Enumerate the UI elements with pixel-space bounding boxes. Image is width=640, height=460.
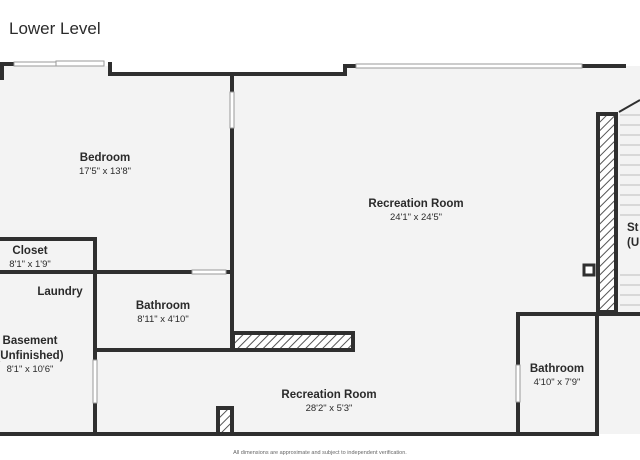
hatch-column bbox=[216, 406, 234, 436]
floor-area bbox=[0, 66, 640, 434]
room-basement: Basement (Unfinished) 8'1" x 10'6" bbox=[0, 334, 64, 376]
room-dims: 17'5" x 13'8" bbox=[78, 166, 132, 177]
room-laundry: Laundry bbox=[37, 285, 82, 300]
room-recreation-lower: Recreation Room 28'2" x 5'3" bbox=[281, 388, 376, 415]
room-bathroom-right: Bathroom 4'10" x 7'9" bbox=[530, 362, 584, 389]
hatch-stair-wall bbox=[596, 112, 618, 314]
room-name: Recreation Room bbox=[281, 389, 377, 401]
room-dims: 8'1" x 1'9" bbox=[9, 259, 51, 270]
disclaimer-footer: All dimensions are approximate and subje… bbox=[233, 450, 407, 456]
small-post bbox=[582, 263, 596, 277]
room-dims: 4'10" x 7'9" bbox=[533, 377, 581, 388]
walls bbox=[0, 62, 640, 436]
room-name: Basement bbox=[2, 335, 58, 347]
plan-title: Lower Level bbox=[9, 19, 101, 38]
room-dims: 8'11" x 4'10" bbox=[137, 314, 189, 325]
room-closet: Closet 8'1" x 1'9" bbox=[9, 244, 51, 271]
room-bedroom: Bedroom 17'5" x 13'8" bbox=[79, 151, 131, 178]
room-dims: 8'1" x 10'6" bbox=[6, 364, 54, 375]
room-dims: 24'1" x 24'5" bbox=[389, 212, 443, 223]
room-recreation-main: Recreation Room 24'1" x 24'5" bbox=[368, 197, 463, 224]
stairs-edge bbox=[618, 99, 640, 113]
room-dims: 28'2" x 5'3" bbox=[305, 403, 353, 414]
floor-bath-right bbox=[518, 316, 597, 434]
hatch-counter bbox=[231, 331, 355, 352]
stairs-treads bbox=[620, 114, 640, 306]
room-name: Bathroom bbox=[529, 363, 585, 375]
room-name-suffix: (U bbox=[627, 237, 640, 249]
room-name-suffix: (Unfinished) bbox=[0, 350, 64, 362]
room-name: Closet bbox=[12, 245, 48, 257]
room-name: Bedroom bbox=[79, 152, 131, 164]
room-name: Laundry bbox=[37, 286, 83, 298]
room-stairs: St (U bbox=[627, 221, 639, 251]
room-bathroom-center: Bathroom 8'11" x 4'10" bbox=[136, 299, 190, 326]
room-name: St bbox=[627, 222, 639, 234]
room-name: Bathroom bbox=[135, 300, 191, 312]
room-name: Recreation Room bbox=[368, 198, 464, 210]
windows bbox=[13, 60, 583, 404]
